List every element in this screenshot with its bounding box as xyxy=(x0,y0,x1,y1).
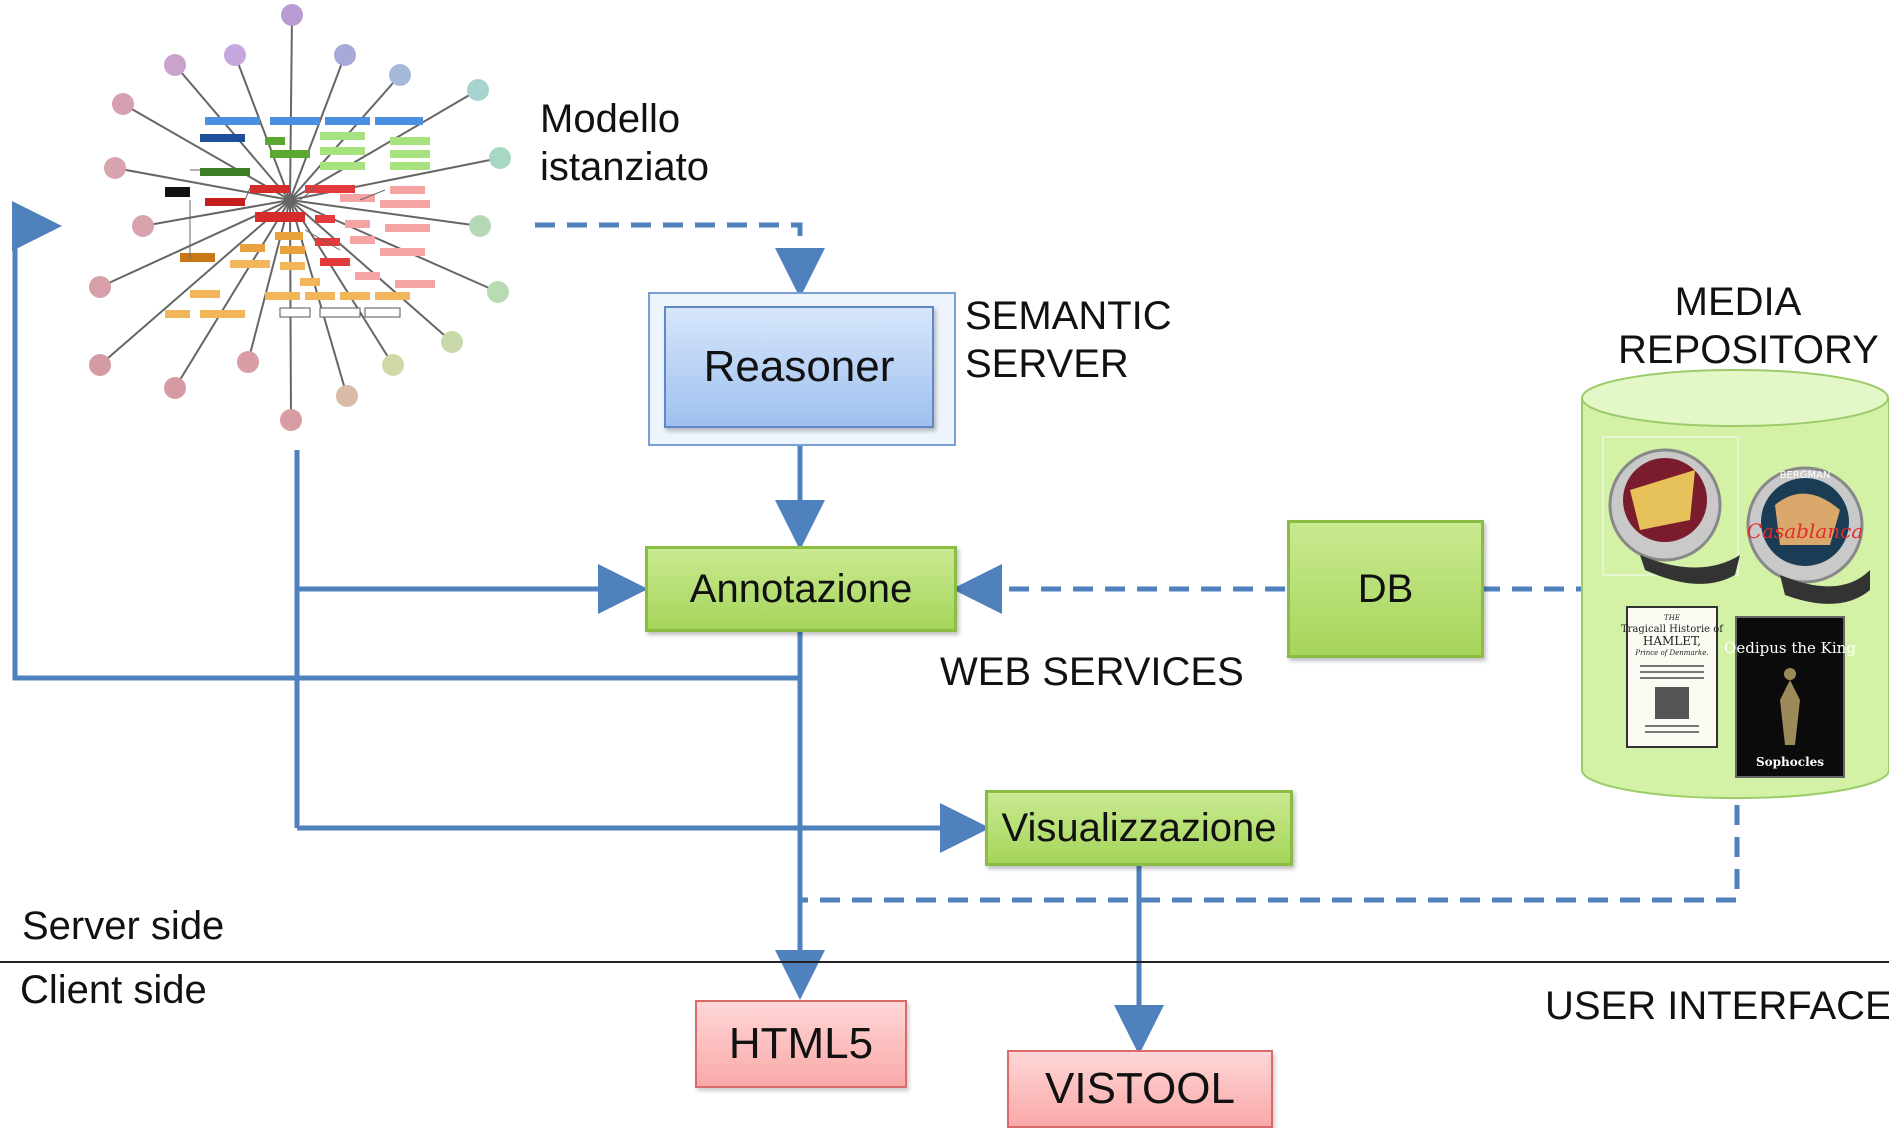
visualizzazione-label: Visualizzazione xyxy=(1001,805,1277,850)
web-services-label: WEB SERVICES xyxy=(940,650,1244,694)
media-repository-cylinder: Casablanca BERGMAN THE Tragicall Histori… xyxy=(1581,369,1889,800)
hamlet-line3: HAMLET, xyxy=(1643,634,1701,648)
annotazione-label: Annotazione xyxy=(689,566,913,611)
oedipus-title: Oedipus the King xyxy=(1724,639,1856,657)
repository-to-client-connector xyxy=(800,805,1740,903)
hamlet-line4: Prince of Denmarke. xyxy=(1634,649,1708,657)
db-box: DB xyxy=(1287,520,1484,658)
bergman-label: BERGMAN xyxy=(1780,470,1831,481)
reasoner-label: Reasoner xyxy=(703,342,895,391)
vistool-label: VISTOOL xyxy=(1045,1064,1235,1113)
film-reel-icon xyxy=(1602,436,1740,584)
model-graph-image xyxy=(89,4,511,431)
server-side-label: Server side xyxy=(22,904,225,948)
hamlet-line1: THE xyxy=(1664,614,1680,622)
semantic-server-label: SEMANTIC SERVER xyxy=(965,294,1172,386)
user-interface-label: USER INTERFACE xyxy=(1545,984,1889,1028)
hamlet-line2: Tragicall Historie of xyxy=(1621,624,1724,635)
modello-label: Modello istanziato xyxy=(540,97,709,189)
vistool-box: VISTOOL xyxy=(1007,1050,1273,1128)
casablanca-reel-icon: Casablanca BERGMAN xyxy=(1746,466,1870,604)
visualizzazione-box: Visualizzazione xyxy=(985,790,1293,866)
oedipus-book-icon: Oedipus the King Sophocles xyxy=(1724,616,1856,778)
annotazione-to-model-feedback-arrow xyxy=(12,201,800,681)
reasoner-box: Reasoner xyxy=(664,306,934,428)
casablanca-title: Casablanca xyxy=(1747,519,1864,543)
oedipus-author: Sophocles xyxy=(1756,755,1824,769)
html5-label: HTML5 xyxy=(728,1019,874,1068)
db-label: DB xyxy=(1357,566,1414,611)
model-to-reasoner-arrow xyxy=(535,222,825,298)
client-side-label: Client side xyxy=(20,968,207,1012)
annotazione-box: Annotazione xyxy=(645,546,957,632)
html5-box: HTML5 xyxy=(695,1000,907,1088)
hamlet-book-icon: THE Tragicall Historie of HAMLET, Prince… xyxy=(1621,606,1724,748)
media-repository-label: MEDIA REPOSITORY xyxy=(1618,280,1879,372)
